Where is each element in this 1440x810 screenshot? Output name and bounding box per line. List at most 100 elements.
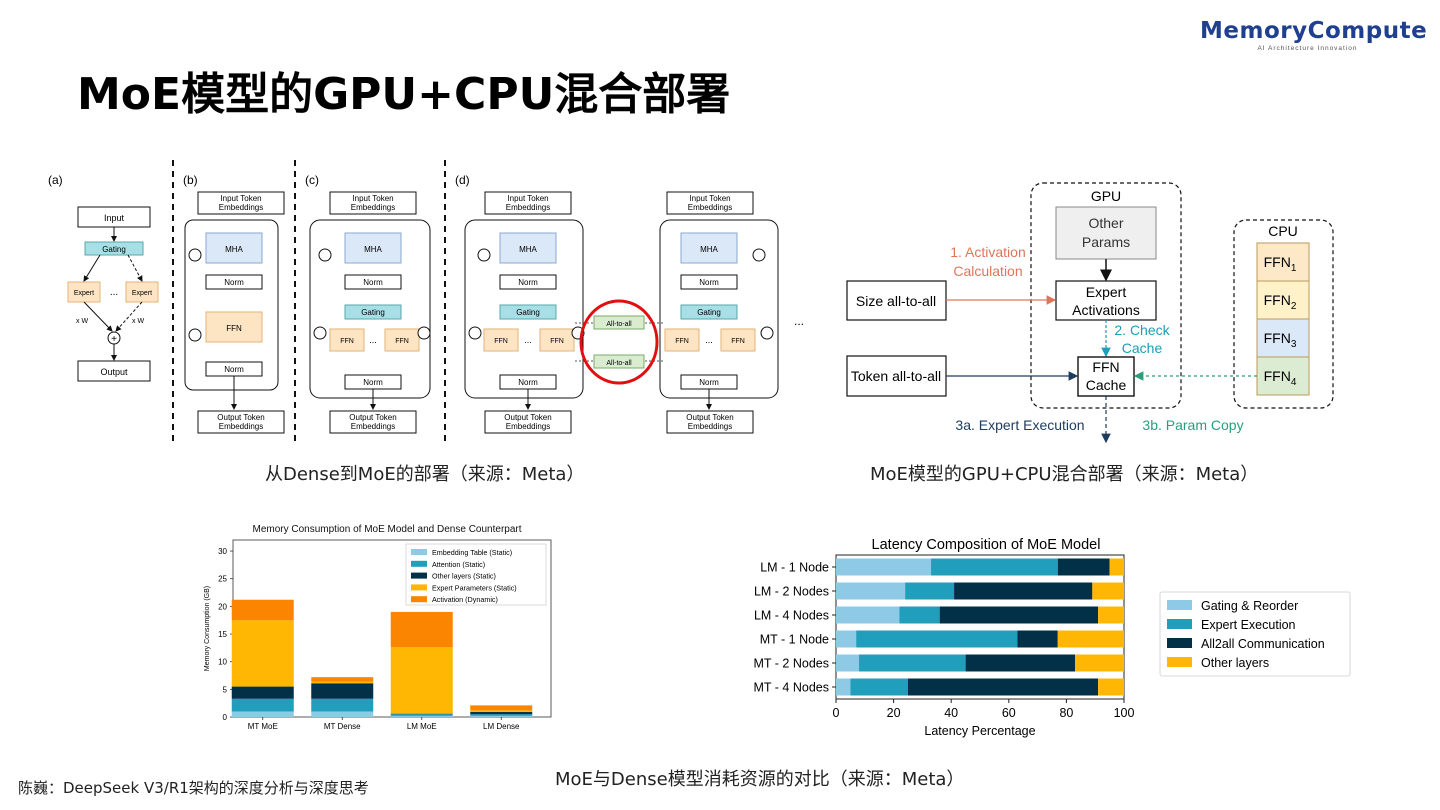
svg-text:Embeddings: Embeddings [219, 203, 263, 212]
page-title: MoE模型的GPU+CPU混合部署 [77, 69, 731, 120]
mem-legend-label: Embedding Table (Static) [432, 548, 512, 557]
gating-box: Gating [102, 245, 126, 254]
mem-bar-segment [311, 711, 374, 717]
svg-text:MHA: MHA [364, 245, 382, 254]
lat-xtick-label: 0 [833, 706, 840, 720]
mem-legend [405, 543, 547, 606]
panel-d-label: (d) [455, 173, 470, 187]
lat-legend-swatch [1167, 600, 1192, 610]
mem-bar-segment [311, 681, 374, 684]
lat-legend-swatch [1167, 657, 1192, 667]
mem-bar-segment [470, 715, 533, 717]
svg-text:Gating: Gating [516, 308, 540, 317]
expert-activations-line1: Expert [1086, 284, 1127, 300]
mem-bar-segment [231, 711, 294, 717]
svg-text:Gating: Gating [361, 308, 385, 317]
svg-text:Output Token: Output Token [349, 413, 396, 422]
expert-e-box: Expert [132, 290, 152, 297]
mem-ytick-label: 25 [218, 575, 227, 584]
svg-text:Norm: Norm [224, 365, 244, 374]
mem-bar-segment [390, 713, 453, 715]
lat-bar-segment [836, 606, 900, 624]
cpu-ffn-3-label: FFN3 [1264, 330, 1297, 350]
lat-ytick-label: MT - 4 Nodes [754, 681, 830, 695]
lat-xtick-label: 60 [1002, 706, 1016, 720]
lat-bar-segment [954, 582, 1093, 600]
svg-text:Embeddings: Embeddings [219, 422, 263, 431]
svg-text:FFN: FFN [395, 338, 409, 345]
memory-consumption-chart: Memory Consumption of MoE Model and Dens… [204, 524, 552, 731]
mem-chart-title: Memory Consumption of MoE Model and Dens… [252, 524, 521, 535]
svg-text:FFN: FFN [550, 338, 564, 345]
lat-bar-segment [1075, 654, 1124, 672]
svg-text:Embeddings: Embeddings [688, 203, 732, 212]
input-box: Input [104, 213, 125, 223]
mem-ytick-label: 15 [218, 630, 227, 639]
mem-bar-segment [231, 620, 294, 687]
svg-text:Norm: Norm [518, 278, 538, 287]
panel-c: Input Token Embeddings MHA Norm Gating F… [309, 191, 431, 434]
svg-text:FFN: FFN [675, 338, 689, 345]
logo-subtitle: AI Architecture Innovation [1257, 45, 1358, 52]
svg-text:Norm: Norm [224, 278, 244, 287]
lat-bar-segment [836, 654, 860, 672]
lat-bar-segment [931, 558, 1058, 576]
lat-bar-segment [939, 606, 1099, 624]
svg-text:Output Token: Output Token [217, 413, 264, 422]
mem-ytick-label: 5 [223, 685, 228, 694]
mem-xtick-label: LM Dense [483, 722, 520, 731]
lat-xlabel: Latency Percentage [924, 724, 1035, 738]
mem-legend-label: Activation (Dynamic) [432, 595, 498, 604]
panel-c-label: (c) [305, 173, 319, 187]
lat-bar-segment [1109, 558, 1124, 576]
svg-text:Norm: Norm [699, 378, 719, 387]
lat-legend-label: Other layers [1201, 656, 1269, 670]
lat-bar-segment [850, 678, 908, 696]
gpu-region [1030, 182, 1182, 409]
cpu-ffn-2-label: FFN2 [1264, 292, 1297, 312]
panel-d: Input Token Embeddings MHA Norm Gating F… [464, 191, 804, 434]
cpu-ffn-1-box [1256, 242, 1310, 282]
svg-text:Output Token: Output Token [504, 413, 551, 422]
svg-text:MHA: MHA [519, 245, 537, 254]
svg-text:...: ... [705, 335, 713, 345]
lat-bar-segment [1098, 678, 1124, 696]
svg-text:Norm: Norm [699, 278, 719, 287]
weight-we: x W [132, 318, 144, 325]
svg-text:FFN: FFN [226, 324, 242, 333]
gpu-cpu-hybrid-diagram: GPU Other Params Expert Activations FFN … [846, 182, 1334, 444]
mem-ytick-label: 30 [218, 547, 227, 556]
svg-text:Gating: Gating [697, 308, 721, 317]
step1-line1: 1. Activation [950, 244, 1026, 260]
lat-legend-label: All2all Communication [1201, 637, 1325, 651]
svg-text:MHA: MHA [225, 245, 243, 254]
svg-text:Norm: Norm [518, 378, 538, 387]
expert-activations-line2: Activations [1072, 302, 1140, 318]
mem-bar-segment [311, 698, 374, 712]
mem-bar-segment [231, 686, 294, 699]
panel-a-label: (a) [48, 173, 63, 187]
svg-text:Embeddings: Embeddings [506, 422, 550, 431]
panel-b-label: (b) [183, 173, 198, 187]
size-all-to-all-box: Size all-to-all [856, 293, 936, 309]
svg-text:...: ... [524, 335, 532, 345]
mem-bar-segment [390, 647, 453, 714]
lat-bar-segment [836, 678, 851, 696]
lat-legend-label: Gating & Reorder [1201, 599, 1298, 613]
more-ellipsis: ... [794, 314, 804, 328]
lat-bar-segment [859, 654, 966, 672]
other-params-line1: Other [1088, 215, 1123, 231]
mem-legend-swatch [411, 584, 427, 591]
step2-line1: 2. Check [1114, 322, 1170, 338]
lat-bar-segment [1098, 606, 1124, 624]
svg-text:Embeddings: Embeddings [688, 422, 732, 431]
cpu-region [1233, 219, 1334, 409]
caption-resource-comparison: MoE与Dense模型消耗资源的对比（来源：Meta） [555, 769, 965, 790]
other-params-line2: Params [1082, 234, 1130, 250]
lat-bar-segment [856, 630, 1018, 648]
lat-bar-segment [1092, 582, 1124, 600]
lat-ytick-label: MT - 2 Nodes [754, 657, 830, 671]
mem-xtick-label: MT MoE [248, 722, 278, 731]
